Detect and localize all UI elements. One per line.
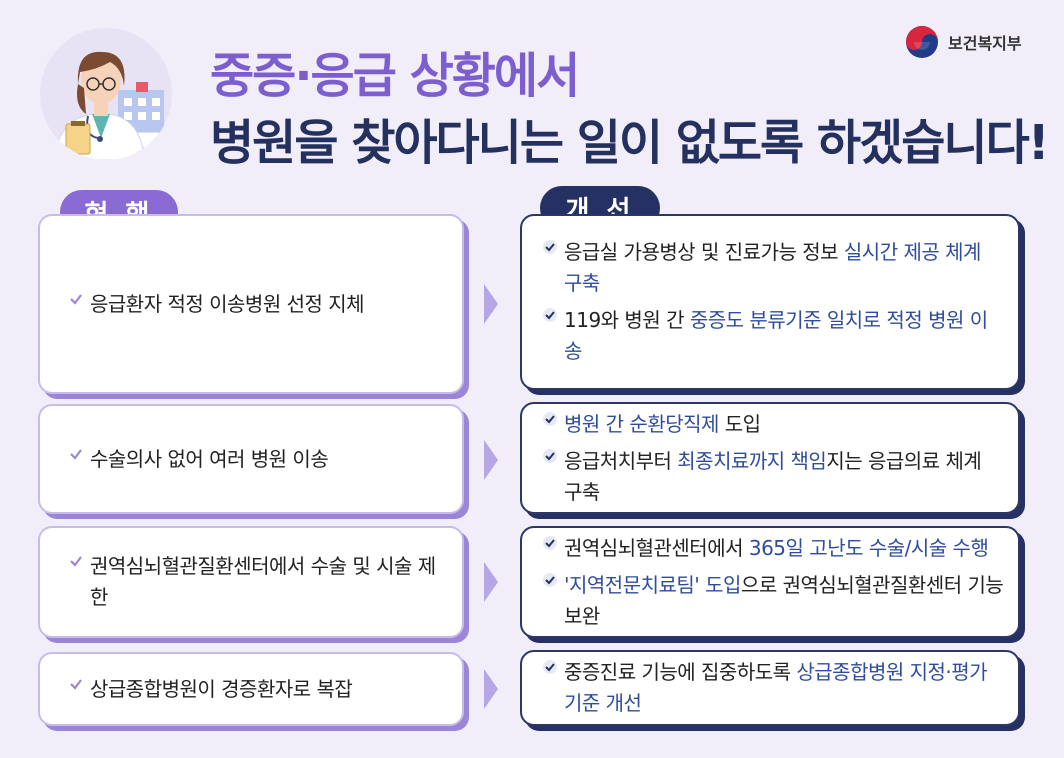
- current-box-1: 응급환자 적정 이송병원 선정 지체: [38, 214, 464, 394]
- highlight-text: 최종치료까지 책임: [677, 448, 827, 473]
- improvement-item: '지역전문치료팀' 도입으로 권역심뇌혈관질환센터 기능 보완: [542, 570, 1004, 632]
- check-icon: [542, 411, 564, 431]
- ministry-name: 보건복지부: [948, 34, 1022, 53]
- highlight-text: 병원 간 순환당직제: [564, 411, 719, 436]
- chevron-right-icon: [484, 284, 498, 324]
- highlight-text: 상급종합병원 지정·평가 기준 개선: [564, 660, 988, 715]
- current-box-3: 권역심뇌혈관질환센터에서 수술 및 시술 제한: [38, 526, 464, 638]
- ministry-logo: 보건복지부: [904, 24, 1022, 60]
- check-icon: [542, 448, 564, 468]
- plain-text: 119와 병원 간: [564, 308, 690, 332]
- improvement-text: 권역심뇌혈관센터에서 365일 고난도 수술/시술 수행: [564, 533, 989, 564]
- check-icon: [542, 307, 564, 327]
- improvement-item: 응급처치부터 최종치료까지 책임지는 응급의료 체계 구축: [542, 446, 1004, 508]
- improvement-item: 중증진료 기능에 집중하도록 상급종합병원 지정·평가 기준 개선: [542, 657, 1004, 719]
- improvement-text: '지역전문치료팀' 도입으로 권역심뇌혈관질환센터 기능 보완: [564, 570, 1004, 632]
- check-icon: [542, 535, 564, 555]
- current-text: 수술의사 없어 여러 병원 이송: [90, 446, 329, 471]
- plain-text: 권역심뇌혈관센터에서: [564, 535, 749, 560]
- plain-text: 중증진료 기능에 집중하도록: [564, 660, 797, 684]
- current-text: 권역심뇌혈관질환센터에서 수술 및 시술 제한: [90, 554, 436, 609]
- check-icon: [542, 572, 564, 592]
- improvement-box-3: 권역심뇌혈관센터에서 365일 고난도 수술/시술 수행 '지역전문치료팀' 도…: [520, 526, 1020, 638]
- improvement-text: 병원 간 순환당직제 도입: [564, 409, 761, 440]
- improvement-text: 응급실 가용병상 및 진료가능 정보 실시간 제공 체계 구축: [564, 237, 1004, 299]
- highlight-text: 365일 고난도 수술/시술 수행: [748, 535, 989, 560]
- improvement-box-1: 응급실 가용병상 및 진료가능 정보 실시간 제공 체계 구축 119와 병원 …: [520, 214, 1020, 390]
- plain-text: 응급처치부터: [564, 448, 678, 473]
- check-icon: [542, 659, 564, 679]
- highlight-text: 실시간 제공 체계 구축: [564, 240, 981, 295]
- improvement-text: 119와 병원 간 중증도 분류기준 일치로 적정 병원 이송: [564, 305, 1004, 367]
- current-box-4: 상급종합병원이 경증환자로 복잡: [38, 652, 464, 726]
- title-line-2: 병원을 찾아다니는 일이 없도록 하겠습니다!: [210, 115, 1050, 171]
- title-line-1: 중증·응급 상황에서: [210, 48, 580, 104]
- plain-text: 응급실 가용병상 및 진료가능 정보: [564, 240, 844, 264]
- improvement-item: 병원 간 순환당직제 도입: [542, 409, 1004, 440]
- plain-text: 도입: [718, 411, 761, 436]
- current-text: 응급환자 적정 이송병원 선정 지체: [90, 291, 365, 316]
- check-icon: [542, 239, 564, 259]
- current-box-2: 수술의사 없어 여러 병원 이송: [38, 404, 464, 514]
- chevron-right-icon: [484, 562, 498, 602]
- plain-text: 지는 응급의료 체계 구축: [564, 448, 982, 504]
- highlight-text: 중증도 분류기준 일치로 적정 병원 이송: [564, 308, 988, 363]
- chevron-right-icon: [484, 440, 498, 480]
- check-icon: [68, 553, 90, 573]
- current-text: 상급종합병원이 경증환자로 복잡: [90, 676, 353, 701]
- improvement-item: 응급실 가용병상 및 진료가능 정보 실시간 제공 체계 구축: [542, 237, 1004, 299]
- doctor-illustration: [40, 28, 172, 160]
- check-icon: [68, 291, 90, 311]
- chevron-right-icon: [484, 669, 498, 709]
- highlight-text: '지역전문치료팀' 도입: [564, 572, 741, 597]
- plain-text: 으로 권역심뇌혈관질환센터 기능 보완: [564, 572, 1004, 628]
- ministry-logo-icon: [906, 26, 938, 58]
- improvement-item: 권역심뇌혈관센터에서 365일 고난도 수술/시술 수행: [542, 533, 1004, 564]
- improvement-box-2: 병원 간 순환당직제 도입 응급처치부터 최종치료까지 책임지는 응급의료 체계…: [520, 402, 1020, 514]
- check-icon: [68, 676, 90, 696]
- improvement-item: 119와 병원 간 중증도 분류기준 일치로 적정 병원 이송: [542, 305, 1004, 367]
- check-icon: [68, 446, 90, 466]
- improvement-box-4: 중증진료 기능에 집중하도록 상급종합병원 지정·평가 기준 개선: [520, 650, 1020, 726]
- improvement-text: 응급처치부터 최종치료까지 책임지는 응급의료 체계 구축: [564, 446, 1004, 508]
- improvement-text: 중증진료 기능에 집중하도록 상급종합병원 지정·평가 기준 개선: [564, 657, 1004, 719]
